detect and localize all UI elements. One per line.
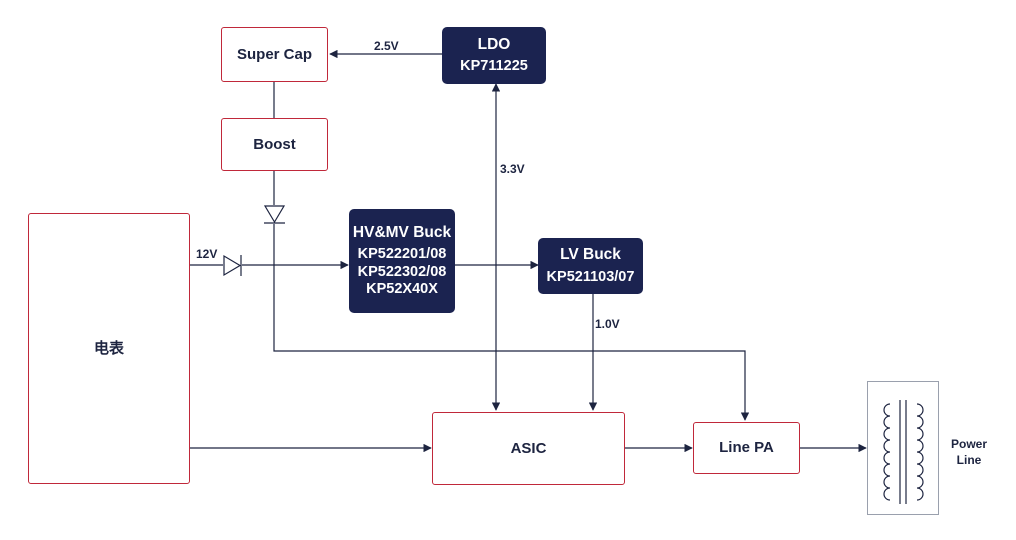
transformer-coils: [883, 400, 924, 504]
lv-buck-block: LV Buck KP521103/07: [538, 238, 643, 294]
super-cap-label: Super Cap: [236, 45, 312, 63]
hvmv-part-2: KP522302/08: [357, 263, 447, 280]
hvmv-buck-block: HV&MV Buck KP522201/08 KP522302/08 KP52X…: [349, 209, 455, 313]
power-line-word-1: Power: [950, 437, 987, 451]
lv-title: LV Buck: [560, 246, 621, 263]
line-pa-block: Line PA: [693, 422, 800, 474]
label-3v3: 3.3V: [500, 162, 525, 176]
boost-block: Boost: [221, 118, 328, 171]
ldo-block: LDO KP711225: [442, 27, 546, 84]
meter-label: 电表: [93, 339, 124, 357]
ldo-part: KP711225: [460, 58, 528, 75]
asic-label: ASIC: [510, 439, 547, 457]
lv-part: KP521103/07: [546, 268, 635, 285]
hvmv-part-3: KP52X40X: [366, 280, 438, 297]
diode-horizontal-icon: [223, 254, 242, 277]
power-line-word-2: Line: [956, 453, 982, 468]
boost-label: Boost: [253, 135, 296, 153]
meter-block: 电表: [28, 213, 190, 484]
label-1v0: 1.0V: [595, 317, 620, 331]
label-2v5: 2.5V: [374, 39, 399, 53]
transformer-box: [867, 381, 939, 515]
super-cap-block: Super Cap: [221, 27, 328, 82]
label-12v: 12V: [196, 247, 218, 261]
ldo-title: LDO: [477, 35, 511, 53]
hvmv-title: HV&MV Buck: [352, 223, 452, 241]
wire-boost-to-linepa: [273, 224, 750, 421]
hvmv-part-1: KP522201/08: [357, 246, 447, 263]
diode-vertical-icon: [263, 205, 286, 224]
power-line-label: Power Line: [944, 436, 994, 468]
asic-block: ASIC: [432, 412, 625, 485]
line-pa-label: Line PA: [719, 439, 774, 456]
